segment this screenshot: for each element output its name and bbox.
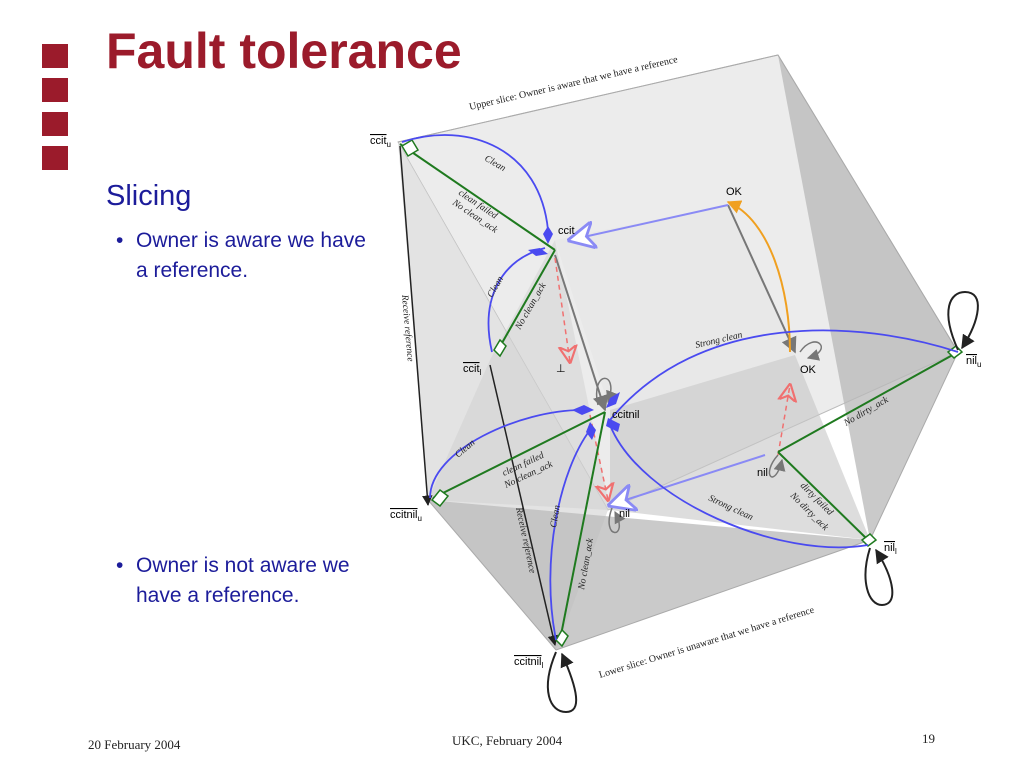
- cube-inner-slice: [428, 240, 610, 510]
- bullet-dot: •: [116, 554, 124, 577]
- footer-center: UKC, February 2004: [452, 733, 563, 748]
- blue-diamond: [586, 422, 596, 440]
- green-diamond: [400, 138, 420, 158]
- bullet-upper: • Owner is aware we have a reference.: [116, 226, 366, 286]
- cube-edge: [427, 499, 557, 651]
- ok-to-ok-edge: [727, 204, 797, 354]
- cube-bottom-face: [428, 500, 870, 650]
- clean-edge: [429, 409, 583, 499]
- ccit-to-ccitnil-edge: [554, 254, 609, 412]
- green-edge: [777, 351, 959, 453]
- node-ok-upper: OK: [726, 186, 743, 198]
- green-edge: [777, 451, 869, 541]
- strong-clean-edge: [609, 424, 869, 549]
- footer-date: 20 February 2004: [88, 737, 181, 752]
- title-marker-4: [42, 146, 68, 170]
- slide-title: Fault tolerance: [106, 23, 462, 79]
- bullet-lower: • Owner is not aware we have a reference…: [116, 551, 366, 611]
- ccitnil-self-loop: [595, 377, 618, 406]
- node-ccitnil-u: ccitnilu: [390, 509, 422, 523]
- ok-to-ccit-transfer: [570, 204, 729, 240]
- ok-orange-edge: [726, 200, 791, 353]
- node-ccit-l: ccitl: [463, 363, 482, 377]
- green-diamond: [860, 533, 878, 547]
- node-nil-low: nil: [619, 508, 630, 520]
- node-bottom: ⊥: [556, 363, 566, 375]
- title-marker-2: [42, 78, 68, 102]
- page-number: 19: [922, 731, 935, 746]
- nil-mid-self-loop: [768, 454, 786, 478]
- nil-self-loop: [608, 507, 626, 534]
- node-ccit-u: ccitu: [370, 135, 391, 149]
- edge-label-clean: Clean: [549, 504, 563, 528]
- node-nil-l: nill: [884, 542, 897, 556]
- bullet-dot: •: [116, 229, 124, 252]
- blue-diamond: [528, 248, 548, 256]
- title-marker-1: [42, 44, 68, 68]
- cube-right-face: [778, 55, 958, 540]
- blue-diamond: [606, 418, 620, 432]
- nil-to-nil-transfer: [610, 454, 766, 505]
- slide-subtitle: Slicing: [106, 180, 192, 212]
- nil-l-self-loop: [864, 547, 894, 607]
- title-marker-3: [42, 112, 68, 136]
- blue-diamonds: [528, 226, 620, 440]
- green-diamond: [555, 628, 569, 648]
- ok-self-loop: [799, 341, 822, 361]
- node-ccit: ccit: [558, 225, 575, 237]
- green-edge: [559, 411, 606, 641]
- bullet-lower-text: Owner is not aware we have a reference.: [136, 554, 350, 607]
- dashed-red-edge: [778, 385, 790, 456]
- receive-reference-lower: [489, 364, 558, 647]
- green-edge: [399, 143, 556, 251]
- blue-diamond: [606, 392, 620, 408]
- green-edge: [432, 411, 606, 499]
- cube-edge: [555, 539, 871, 651]
- node-nil-u: nilu: [966, 355, 981, 369]
- ccitnil-l-self-loop: [547, 651, 578, 714]
- nil-u-self-loop: [947, 290, 979, 351]
- receive-reference-upper: [399, 145, 433, 507]
- clean-edge: [401, 134, 549, 231]
- cube-mid-face: [555, 205, 795, 410]
- cube-edge: [397, 54, 779, 143]
- green-diamond: [493, 338, 507, 358]
- node-ok-mid: OK: [800, 364, 817, 376]
- cube: [397, 54, 959, 651]
- clean-edge: [487, 247, 546, 353]
- blue-diamond: [543, 226, 553, 244]
- green-diamonds: [400, 138, 964, 648]
- green-edges: [399, 143, 959, 641]
- green-diamond: [430, 488, 450, 508]
- blue-edges: [401, 134, 959, 641]
- cube-lower-mid-face: [610, 355, 870, 540]
- green-edge: [497, 249, 556, 351]
- clean-edge: [549, 429, 591, 641]
- node-ccitnil-l: ccitnill: [514, 656, 544, 670]
- bullet-upper-text: Owner is aware we have a reference.: [136, 229, 366, 282]
- node-ccitnil: ccitnil: [612, 409, 640, 421]
- strong-clean-edge: [609, 329, 959, 421]
- cube-edge: [777, 54, 959, 353]
- blue-diamond: [572, 405, 594, 415]
- cube-edge: [869, 351, 959, 541]
- node-nil-mid: nil: [757, 467, 768, 479]
